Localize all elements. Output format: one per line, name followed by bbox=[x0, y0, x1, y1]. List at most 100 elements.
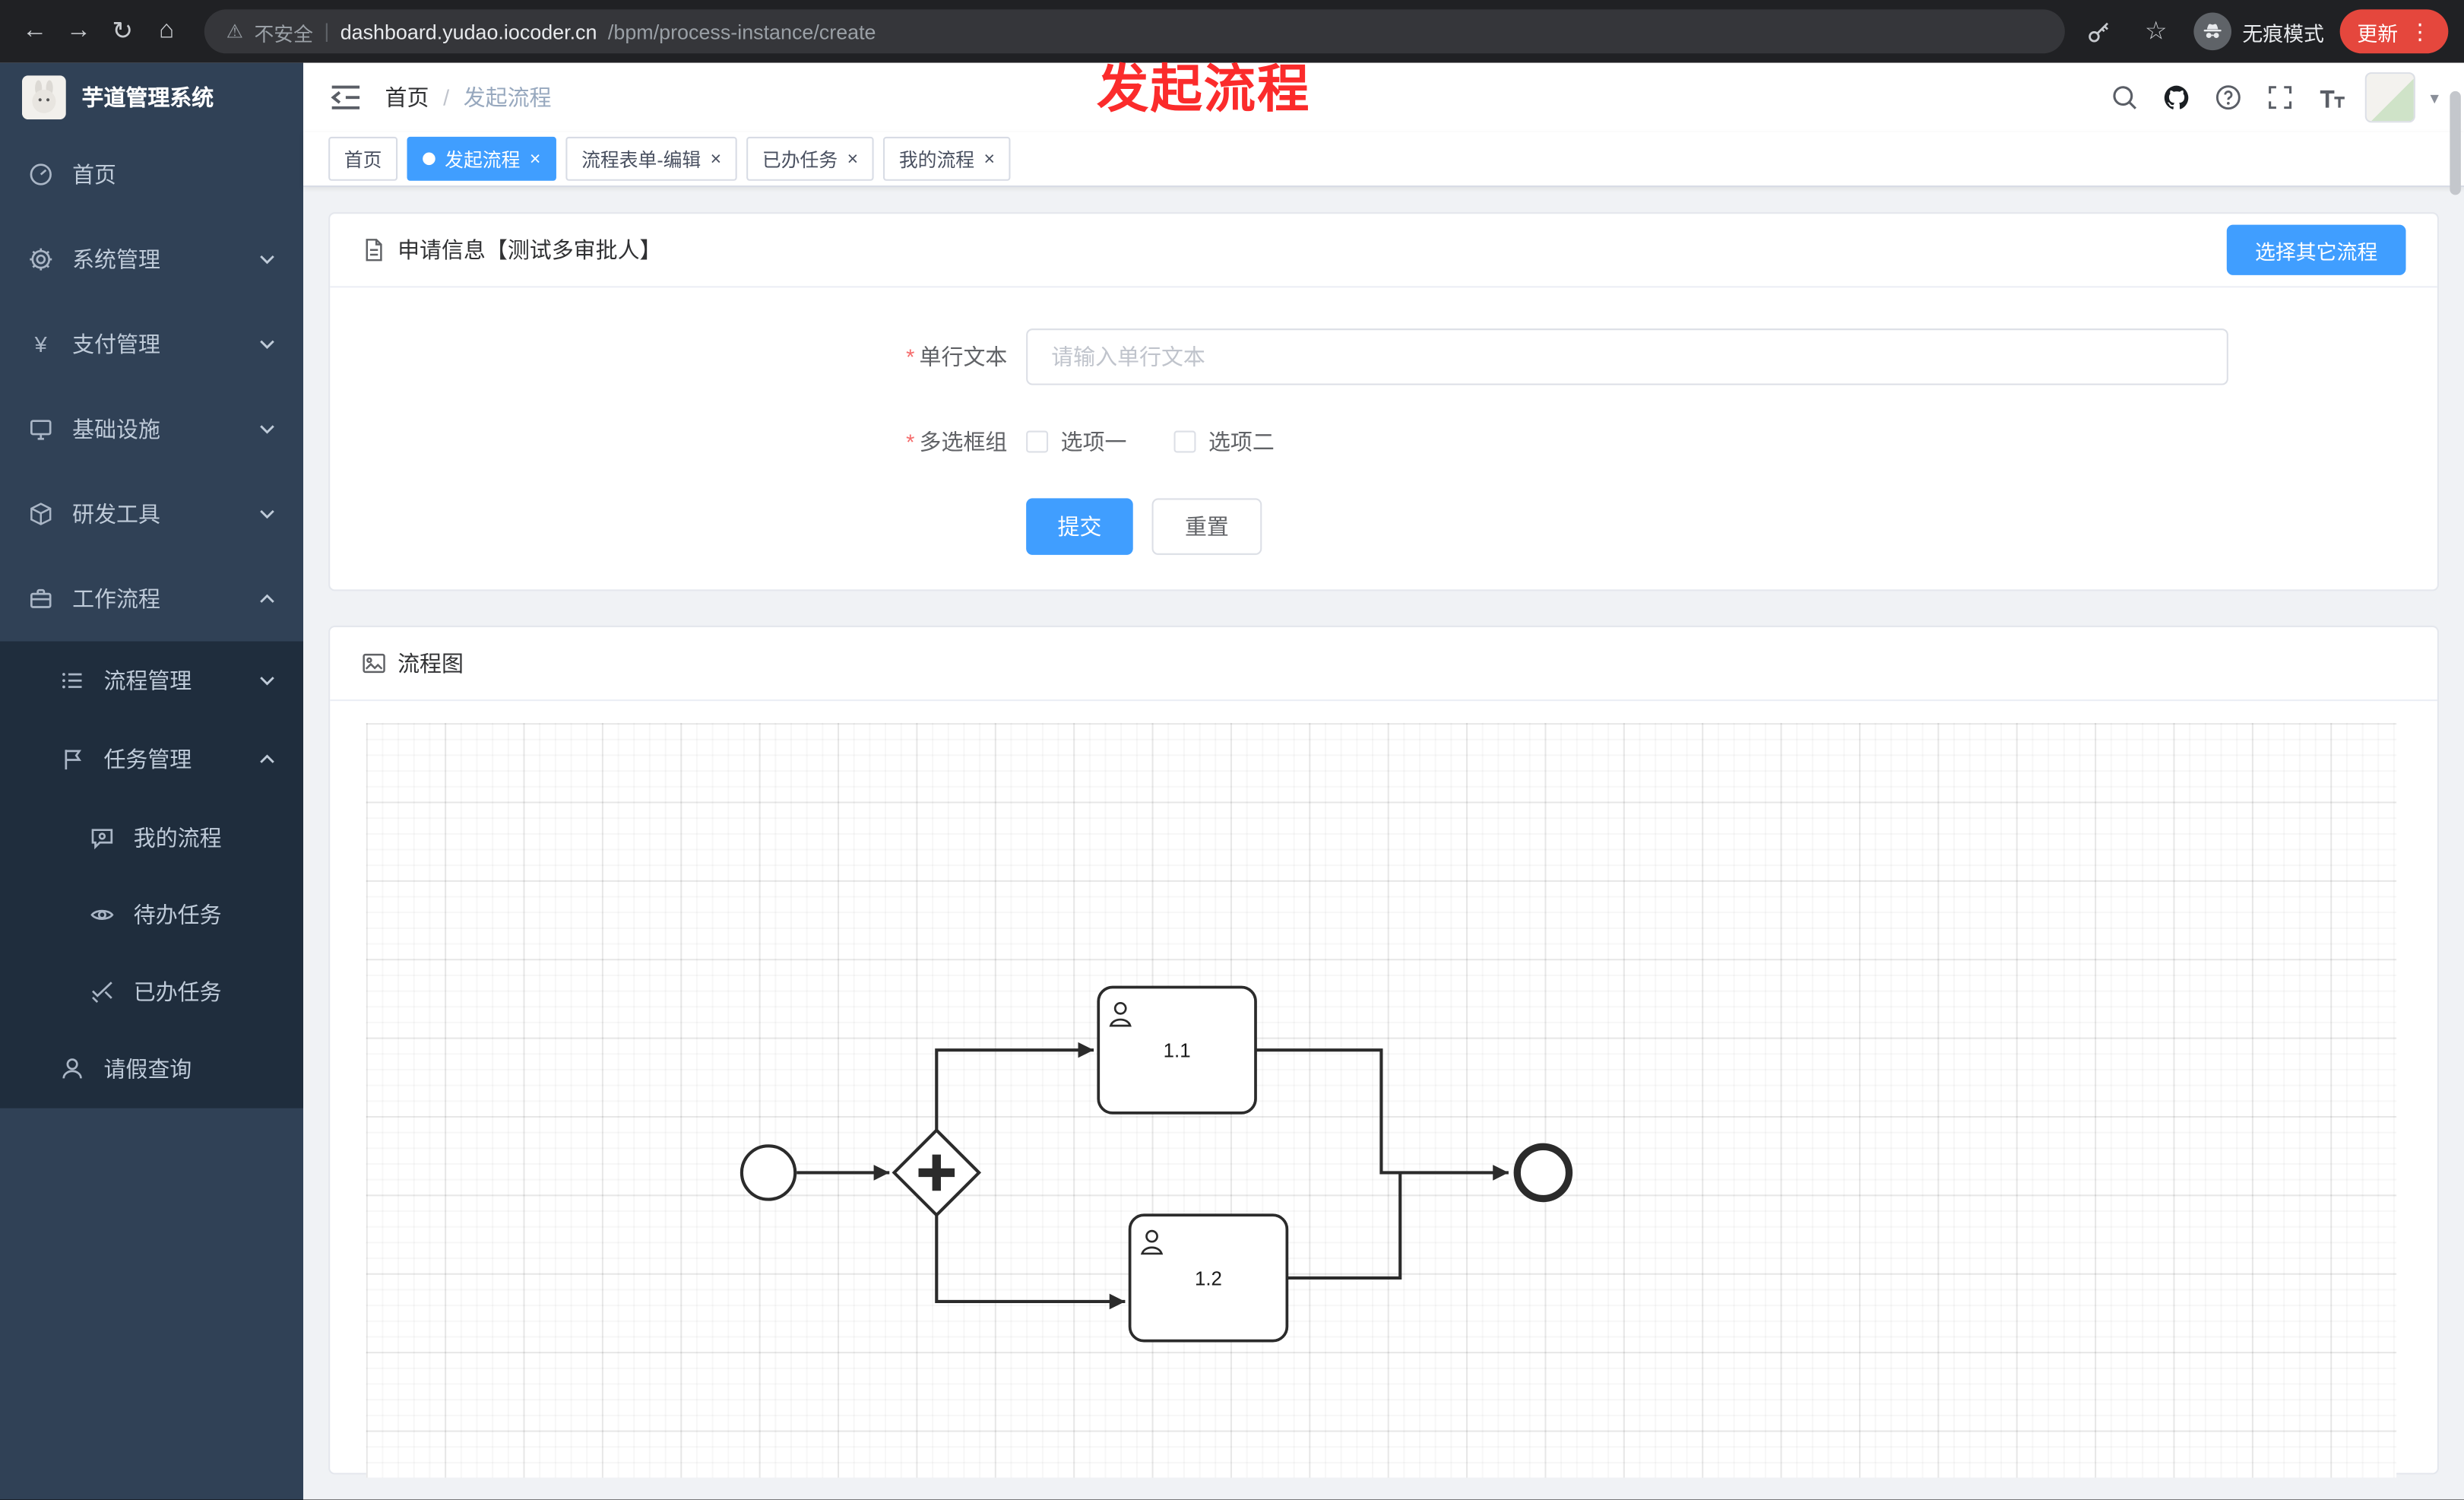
bpmn-parallel-gateway[interactable] bbox=[892, 1127, 982, 1218]
sidebar-item-label: 我的流程 bbox=[133, 824, 222, 850]
tab-done-tasks[interactable]: 已办任务 × bbox=[746, 136, 874, 181]
bpmn-user-task-2[interactable]: 1.2 bbox=[1128, 1213, 1289, 1343]
tab-close-icon[interactable]: × bbox=[710, 147, 722, 170]
sidebar-item-leave-query[interactable]: 请假查询 bbox=[0, 1029, 303, 1108]
back-icon[interactable]: ← bbox=[21, 17, 48, 44]
url-path: /bpm/process-instance/create bbox=[607, 19, 876, 43]
select-other-process-button[interactable]: 选择其它流程 bbox=[2226, 224, 2406, 275]
sidebar-item-label: 待办任务 bbox=[133, 901, 222, 927]
scrollbar-thumb[interactable] bbox=[2450, 90, 2461, 195]
breadcrumb-home[interactable]: 首页 bbox=[385, 84, 429, 110]
sidebar-item-todo-tasks[interactable]: 待办任务 bbox=[0, 876, 303, 953]
check-select-icon bbox=[92, 981, 112, 1003]
forward-icon[interactable]: → bbox=[65, 17, 91, 44]
briefcase-icon bbox=[30, 588, 52, 608]
sidebar-item-task-management[interactable]: 任务管理 bbox=[0, 720, 303, 798]
monitor-icon bbox=[30, 420, 52, 440]
logo-avatar-icon bbox=[21, 75, 66, 120]
bpmn-end-event[interactable] bbox=[1513, 1143, 1573, 1203]
form-row-checkbox-group: *多选框组 选项一 选项二 bbox=[330, 426, 2437, 457]
sidebar-item-my-processes[interactable]: 我的流程 bbox=[0, 798, 303, 875]
bpmn-diagram: 1.1 bbox=[740, 985, 1573, 1343]
sidebar-item-workflow[interactable]: 工作流程 bbox=[0, 557, 303, 642]
checkbox-group: 选项一 选项二 bbox=[1026, 426, 1275, 457]
header-actions: ▾ bbox=[2107, 72, 2439, 123]
sidebar-item-label: 支付管理 bbox=[72, 331, 160, 357]
avatar-caret-icon[interactable]: ▾ bbox=[2430, 88, 2439, 108]
breadcrumb-current: 发起流程 bbox=[463, 84, 552, 110]
sidebar-item-home[interactable]: 首页 bbox=[0, 132, 303, 217]
font-size-icon[interactable] bbox=[2314, 78, 2352, 116]
bpmn-canvas[interactable]: 1.1 bbox=[366, 723, 2397, 1478]
sidebar-item-label: 流程管理 bbox=[103, 668, 192, 693]
tab-home[interactable]: 首页 bbox=[328, 136, 398, 181]
address-bar[interactable]: ⚠ 不安全 | dashboard.yudao.iocoder.cn/bpm/p… bbox=[204, 9, 2065, 54]
sidebar-item-devtools[interactable]: 研发工具 bbox=[0, 471, 303, 557]
single-line-input[interactable] bbox=[1026, 328, 2228, 385]
bpmn-user-task-1[interactable]: 1.1 bbox=[1097, 985, 1257, 1115]
sidebar-item-done-tasks[interactable]: 已办任务 bbox=[0, 953, 303, 1029]
chevron-down-icon bbox=[260, 340, 274, 349]
page-content: 申请信息【测试多审批人】 选择其它流程 *单行文本 *多选框组 bbox=[303, 187, 2464, 1499]
tab-close-icon[interactable]: × bbox=[529, 147, 541, 170]
reload-icon[interactable]: ↻ bbox=[112, 18, 134, 46]
browser-menu-icon[interactable]: ⋮ bbox=[2409, 17, 2431, 43]
tab-my-processes[interactable]: 我的流程 × bbox=[883, 136, 1011, 181]
checkbox-option-2[interactable]: 选项二 bbox=[1173, 426, 1275, 457]
incognito-label: 无痕模式 bbox=[2242, 21, 2324, 45]
help-icon[interactable] bbox=[2210, 78, 2248, 116]
update-label: 更新 bbox=[2357, 21, 2399, 45]
flag-icon bbox=[65, 750, 82, 770]
checkbox-icon[interactable] bbox=[1173, 430, 1196, 453]
tab-close-icon[interactable]: × bbox=[983, 147, 996, 170]
tab-close-icon[interactable]: × bbox=[847, 147, 859, 170]
person-icon bbox=[62, 1058, 82, 1079]
form-actions: 提交 重置 bbox=[1026, 498, 2437, 555]
sidebar-item-infrastructure[interactable]: 基础设施 bbox=[0, 387, 303, 472]
reset-button[interactable]: 重置 bbox=[1151, 498, 1262, 555]
tab-label: 发起流程 bbox=[445, 148, 521, 171]
sidebar-collapse-icon[interactable] bbox=[328, 82, 363, 113]
apply-card-title: 申请信息【测试多审批人】 bbox=[397, 237, 662, 263]
home-icon[interactable]: ⌂ bbox=[159, 17, 175, 44]
eye-icon bbox=[90, 909, 114, 919]
chevron-up-icon bbox=[260, 594, 274, 603]
search-icon[interactable] bbox=[2107, 78, 2145, 116]
sidebar-item-label: 首页 bbox=[72, 161, 117, 188]
browser-update-button[interactable]: 更新 ⋮ bbox=[2339, 9, 2449, 54]
bookmark-star-icon[interactable]: ☆ bbox=[2144, 18, 2168, 46]
document-icon bbox=[366, 239, 382, 262]
tab-label: 流程表单-编辑 bbox=[581, 148, 702, 171]
required-asterisk: * bbox=[906, 429, 915, 455]
checkbox-option-1[interactable]: 选项一 bbox=[1026, 426, 1126, 457]
task-label: 1.1 bbox=[1164, 1040, 1191, 1061]
chevron-down-icon bbox=[260, 677, 274, 686]
flow-card-body: 1.1 bbox=[330, 701, 2437, 1478]
chat-bubble-icon bbox=[91, 828, 113, 849]
user-avatar[interactable] bbox=[2365, 72, 2416, 123]
user-task-icon bbox=[1109, 1001, 1132, 1027]
checkbox-label: 选项一 bbox=[1060, 429, 1127, 455]
sidebar-item-label: 工作流程 bbox=[72, 586, 160, 612]
sidebar-item-process-management[interactable]: 流程管理 bbox=[0, 642, 303, 720]
security-label[interactable]: 不安全 bbox=[254, 22, 314, 45]
dashboard-icon bbox=[30, 163, 52, 186]
active-tab-dot bbox=[423, 152, 435, 166]
workflow-submenu: 流程管理 任务管理 我的流程 bbox=[0, 641, 304, 1108]
bpmn-start-event[interactable] bbox=[740, 1144, 797, 1201]
tab-process-form-edit[interactable]: 流程表单-编辑 × bbox=[565, 136, 737, 181]
app-logo[interactable]: 芋道管理系统 bbox=[0, 63, 303, 132]
sidebar-item-label: 已办任务 bbox=[133, 978, 222, 1004]
password-key-icon[interactable] bbox=[2080, 13, 2118, 51]
fullscreen-icon[interactable] bbox=[2262, 78, 2300, 116]
checkbox-icon[interactable] bbox=[1026, 430, 1049, 453]
github-icon[interactable] bbox=[2158, 78, 2196, 116]
tab-label: 已办任务 bbox=[762, 148, 838, 171]
sidebar-item-label: 基础设施 bbox=[72, 416, 160, 442]
tab-initiate-process[interactable]: 发起流程 × bbox=[407, 136, 557, 181]
sidebar-item-payment[interactable]: ¥ 支付管理 bbox=[0, 302, 303, 387]
sidebar: 芋道管理系统 首页 系统管理 ¥ 支付管理 bbox=[0, 62, 304, 1500]
sidebar-item-system[interactable]: 系统管理 bbox=[0, 217, 303, 302]
chevron-down-icon bbox=[260, 425, 274, 434]
submit-button[interactable]: 提交 bbox=[1026, 498, 1133, 555]
